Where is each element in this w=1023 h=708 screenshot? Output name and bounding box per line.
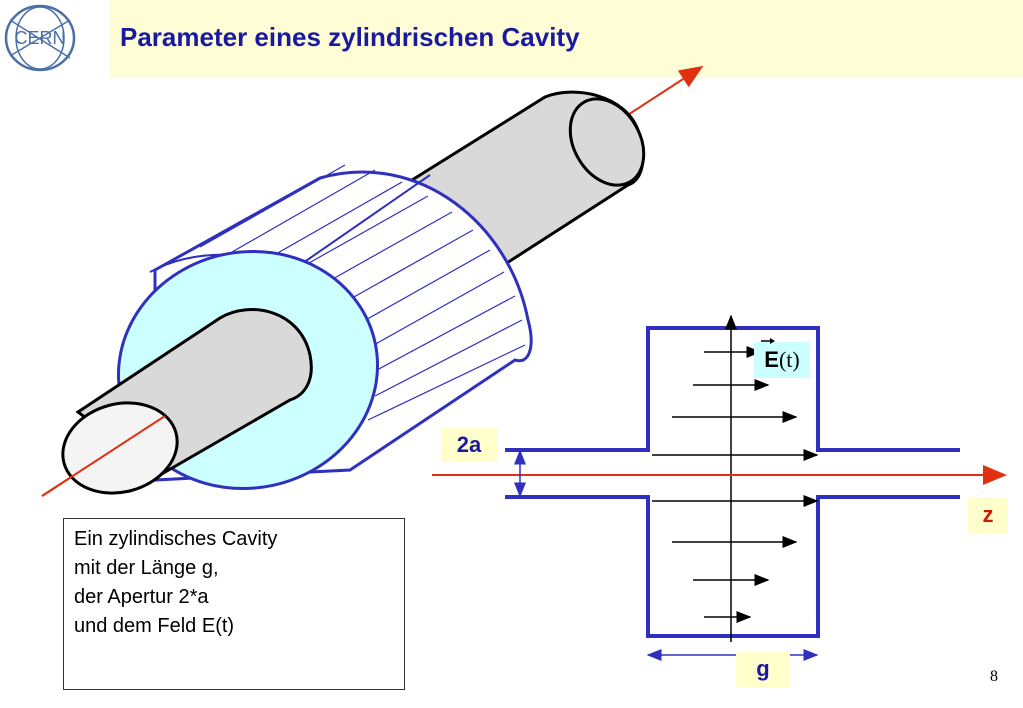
- cavity-wall-lower: [505, 495, 960, 638]
- field-arrows: [652, 346, 819, 623]
- cern-logo: CERN: [0, 0, 110, 78]
- vector-arrow-icon: [761, 338, 775, 344]
- caption-line: mit der Länge g,: [74, 557, 219, 579]
- cern-logo-icon: CERN: [0, 0, 80, 78]
- field-symbol: E: [764, 347, 779, 372]
- page-number: 8: [990, 668, 998, 685]
- z-axis-label: z: [968, 497, 1008, 533]
- aperture-label: 2a: [441, 428, 497, 462]
- caption-box: Ein zylindisches Cavity mit der Länge g,…: [63, 518, 405, 690]
- page-title: Parameter eines zylindrischen Cavity: [120, 22, 580, 52]
- cavity-wall-upper: [505, 326, 960, 452]
- gap-label: g: [736, 652, 790, 688]
- header-band: [0, 0, 1023, 78]
- caption-line: und dem Feld E(t): [74, 615, 235, 637]
- field-argument: (t): [778, 347, 800, 372]
- caption-line: der Apertur 2*a: [74, 586, 209, 608]
- field-label: E(t): [754, 342, 810, 378]
- logo-text: CERN: [14, 28, 65, 48]
- caption-line: Ein zylindisches Cavity: [74, 528, 278, 550]
- cavity-cross-section: [432, 314, 1007, 661]
- beam-axis-front: [41, 415, 166, 497]
